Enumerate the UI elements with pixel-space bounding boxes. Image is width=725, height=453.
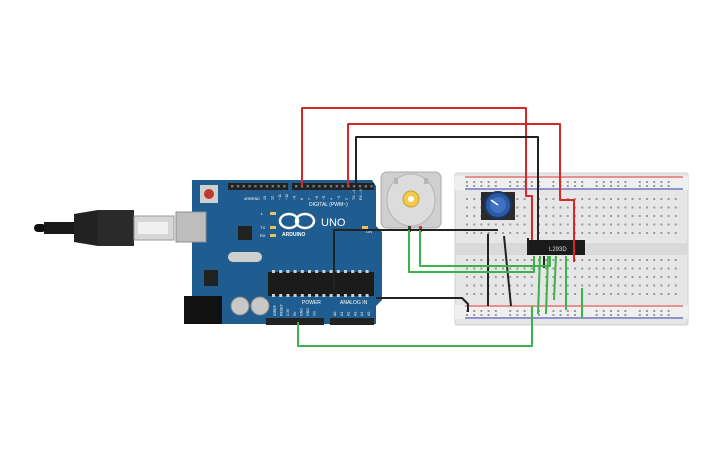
rx-label: RX — [260, 233, 266, 238]
wire-green-1 — [408, 230, 535, 273]
power-pin-label-4: GND — [299, 308, 303, 316]
analog-pin-label-5: A5 — [367, 312, 371, 316]
digital-pin-label-8: ~5 — [322, 196, 326, 200]
wire-red-1 — [301, 107, 533, 240]
gnd-label: GND — [252, 197, 260, 201]
power-pin-label-0: IOREF — [273, 304, 277, 316]
wire-red-2 — [347, 123, 575, 262]
aref-label: AREF — [244, 197, 253, 201]
power-jack — [184, 296, 222, 324]
power-label: POWER — [302, 300, 321, 306]
wire-black-2 — [333, 229, 378, 294]
digital-pin-label-13: RX←0 — [359, 189, 363, 200]
digital-pin-label-10: ~3 — [337, 196, 341, 200]
wire-green-2 — [419, 230, 551, 267]
chip-label: L293D — [549, 247, 567, 253]
arduino-model: UNO — [321, 217, 346, 229]
wire-green-3 — [297, 306, 533, 347]
l-label: L — [261, 211, 264, 216]
analog-pin-label-2: A2 — [347, 312, 351, 316]
arduino-board: ARDUINO UNO DIGITAL (PWM~) POWER ANALOG … — [175, 180, 382, 325]
wire-green-4 — [537, 255, 541, 315]
digital-pin-label-2: ~11 — [278, 194, 282, 200]
potentiometer-icon[interactable] — [481, 191, 515, 220]
digital-pin-label-4: ~9 — [293, 196, 297, 200]
digital-pin-label-11: 2 — [344, 198, 348, 200]
wire-black-1 — [355, 136, 539, 240]
power-pin-label-5: GND — [306, 308, 310, 316]
power-pin-label-3: 5V — [293, 311, 297, 316]
analog-pin-label-3: A3 — [353, 312, 357, 316]
analog-pin-label-0: A0 — [333, 312, 337, 316]
analog-pin-label-1: A1 — [340, 312, 344, 316]
wire-black-4 — [376, 297, 469, 312]
dc-motor-icon — [380, 171, 442, 232]
digital-pin-label-6: 7 — [307, 198, 311, 200]
usb-cable-icon — [34, 210, 175, 246]
power-pin-label-1: RESET — [280, 303, 284, 316]
digital-label: DIGITAL (PWM~) — [309, 202, 348, 208]
wire-green-6 — [553, 255, 557, 301]
digital-pin-label-0: 13 — [263, 196, 267, 200]
digital-pin-label-5: 8 — [300, 198, 304, 200]
tx-label: TX — [260, 225, 265, 230]
arduino-logo-text: ARDUINO — [282, 232, 305, 238]
wires — [297, 107, 583, 347]
power-pin-label-6: Vin — [313, 311, 317, 316]
digital-pin-label-1: 12 — [270, 196, 274, 200]
l293d-chip: L293D — [527, 240, 585, 255]
arduino-logo-icon — [278, 212, 316, 230]
on-label: ON — [366, 229, 372, 234]
analog-pin-label-4: A4 — [360, 312, 364, 316]
digital-pin-label-3: ~10 — [285, 194, 289, 200]
analog-label: ANALOG IN — [340, 300, 368, 306]
wire-green-5 — [545, 255, 549, 315]
digital-pin-label-7: ~6 — [315, 196, 319, 200]
digital-pin-label-9: 4 — [330, 198, 334, 200]
digital-pin-label-12: TX→1 — [352, 190, 356, 200]
power-pin-label-2: 3.3V — [286, 308, 290, 316]
